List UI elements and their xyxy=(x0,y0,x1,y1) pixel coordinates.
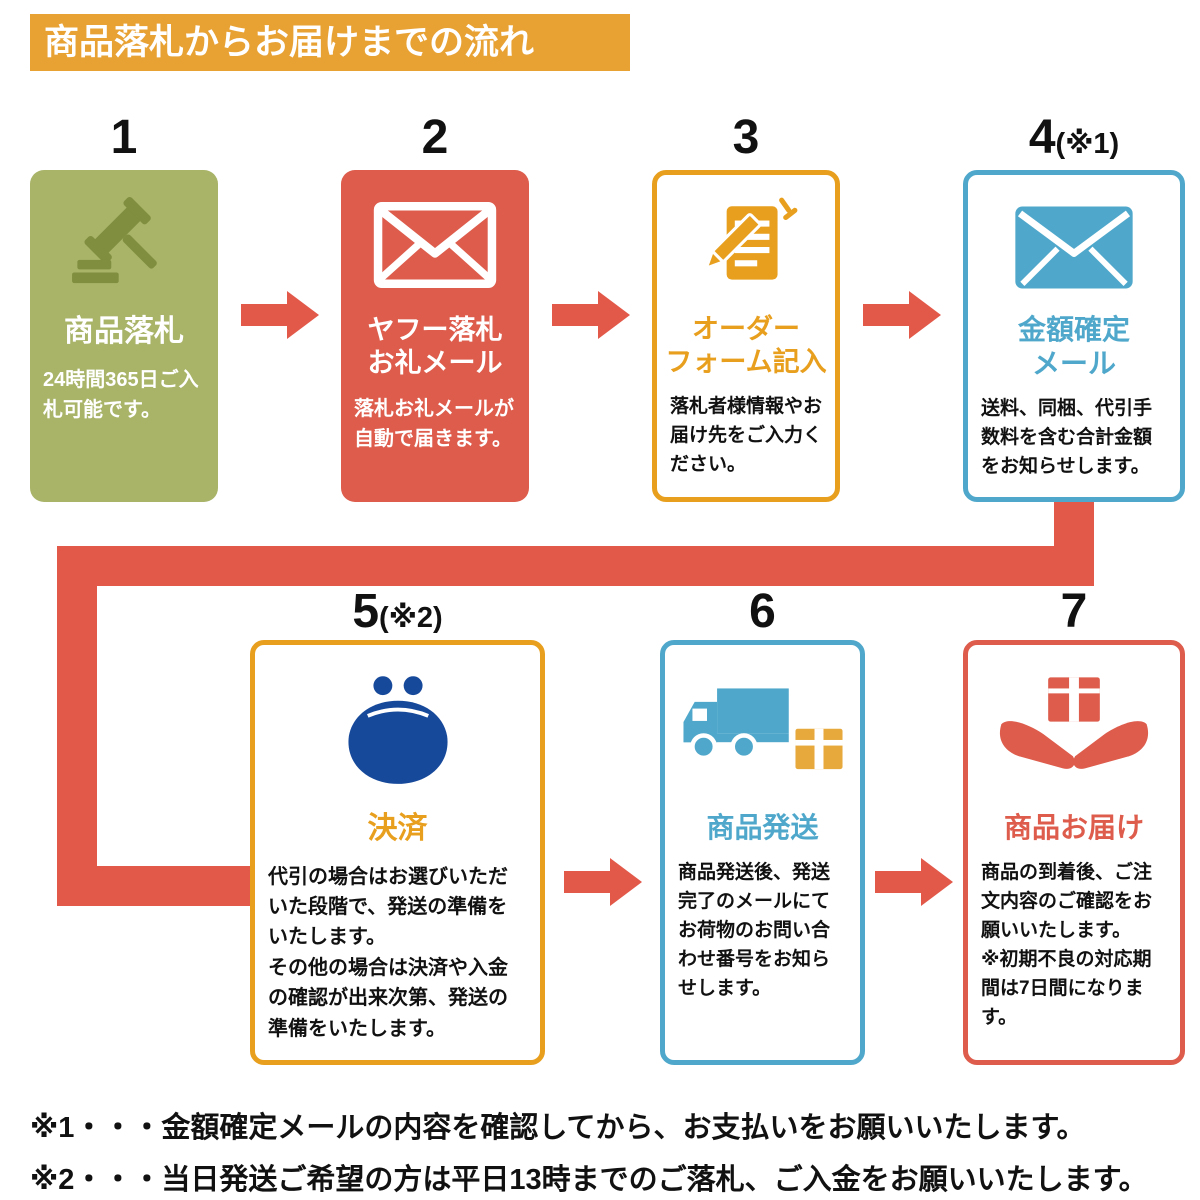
step-number-3: 3 xyxy=(732,111,760,164)
right-arrow-icon xyxy=(552,291,630,339)
step-number-1: 1 xyxy=(110,111,138,164)
step-body: 送料、同梱、代引手数料を含む合計金額をお知らせします。 xyxy=(981,398,1153,478)
mail-outline-icon xyxy=(341,186,529,304)
right-arrow-icon xyxy=(863,291,941,339)
flow-connector-segment xyxy=(57,866,257,906)
coin-purse-icon xyxy=(255,661,540,801)
step-card-4: 金額確定 メール 送料、同梱、代引手数料を含む合計金額をお知らせします。 xyxy=(963,170,1185,502)
step-number-5: 5(※2) xyxy=(352,585,443,638)
step-body: 落札者様情報やお届け先をご入力ください。 xyxy=(670,395,823,475)
step-number-7: 7 xyxy=(1060,585,1088,638)
delivery-truck-icon xyxy=(665,661,860,801)
step-title: 決済 xyxy=(367,812,428,845)
step-body: 商品発送後、発送完了のメールにてお荷物のお問い合わせ番号をお知らせします。 xyxy=(678,862,831,999)
step-body: 24時間365日ご入札可能です。 xyxy=(43,368,199,421)
footnote-2: ※2・・・当日発送ご希望の方は平日13時までのご落札、ご入金をお願いいたします。 xyxy=(30,1164,1148,1196)
step-title: 商品発送 xyxy=(706,812,819,843)
mail-icon xyxy=(968,191,1180,303)
flow-connector-segment xyxy=(57,546,1094,586)
step-title: オーダー フォーム記入 xyxy=(665,314,827,377)
page-title: 商品落札からお届けまでの流れ xyxy=(30,14,630,71)
step-number-4: 4(※1) xyxy=(1028,111,1120,164)
step-card-5: 決済 代引の場合はお選びいただいた段階で、発送の準備をいたします。 その他の場合… xyxy=(250,640,545,1065)
step-card-3: オーダー フォーム記入 落札者様情報やお届け先をご入力ください。 xyxy=(652,170,840,502)
flow-connector-segment xyxy=(57,546,97,906)
step-title: 商品落札 xyxy=(64,315,184,348)
right-arrow-icon xyxy=(564,858,642,906)
right-arrow-icon xyxy=(875,858,953,906)
step-body: 代引の場合はお選びいただいた段階で、発送の準備をいたします。 その他の場合は決済… xyxy=(268,865,508,1040)
step-body: 落札お礼メールが自動で届きます。 xyxy=(354,397,514,451)
step-number-2: 2 xyxy=(421,111,449,164)
right-arrow-icon xyxy=(241,291,319,339)
step-card-1: 商品落札 24時間365日ご入札可能です。 xyxy=(30,170,218,502)
step-title: 商品お届け xyxy=(1003,812,1144,843)
step-number-6: 6 xyxy=(749,585,776,638)
step-body: 商品の到着後、ご注文内容のご確認をお願いいたします。 ※初期不良の対応期間は7日… xyxy=(981,862,1153,1028)
step-title: 金額確定 メール xyxy=(1017,314,1130,380)
hands-package-icon xyxy=(968,661,1180,801)
footnote-1: ※1・・・金額確定メールの内容を確認してから、お支払いをお願いいたします。 xyxy=(30,1112,1086,1144)
step-card-2: ヤフー落札 お礼メール 落札お礼メールが自動で届きます。 xyxy=(341,170,529,502)
order-form-icon xyxy=(657,191,835,303)
step-card-7: 商品お届け 商品の到着後、ご注文内容のご確認をお願いいたします。 ※初期不良の対… xyxy=(963,640,1185,1065)
gavel-icon xyxy=(30,186,218,304)
step-card-6: 商品発送 商品発送後、発送完了のメールにてお荷物のお問い合わせ番号をお知らせしま… xyxy=(660,640,865,1065)
step-title: ヤフー落札 お礼メール xyxy=(367,315,503,378)
